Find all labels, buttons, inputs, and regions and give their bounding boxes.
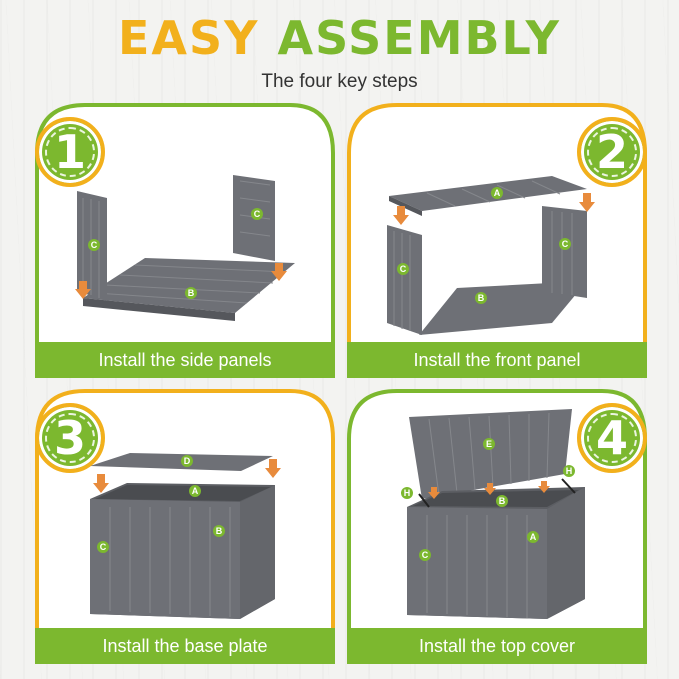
step-number: 4 [595,411,628,465]
step-3-caption: Install the base plate [35,628,335,664]
step-2-illustration: A C C B [387,176,595,335]
part-label-c: C [100,542,107,552]
part-label-b: B [478,293,485,303]
step-number: 1 [53,125,86,179]
step-2-frame [347,103,647,378]
step-3-panel: D A C B 3 Install the base plate [35,389,335,664]
step-2-badge: 2 [577,117,647,187]
page-title: EASY ASSEMBLY [0,12,679,64]
title-word-easy: EASY [118,11,260,65]
step-number: 2 [595,125,628,179]
step-4-illustration: E H H B C A [401,409,585,619]
part-label-d: D [184,456,191,466]
step-1-caption: Install the side panels [35,342,335,378]
part-label-a: A [530,532,537,542]
part-label-c: C [254,209,261,219]
caption-text: Install the top cover [418,635,576,656]
caption-text: Install the front panel [413,349,581,370]
step-3-badge: 3 [35,403,105,473]
part-label-c: C [400,264,407,274]
step-4-badge: 4 [577,403,647,473]
step-3-illustration: D A C B [90,453,281,619]
part-label-c: C [91,240,98,250]
part-label-b: B [188,288,195,298]
part-label-a: A [192,486,199,496]
part-label-b: B [499,496,506,506]
step-2-panel: A C C B 2 Install the front panel [347,103,647,378]
step-number: 3 [53,411,86,465]
caption-text: Install the base plate [102,635,268,656]
part-label-e: E [486,439,492,449]
part-label-a: A [494,188,501,198]
part-label-h: H [566,466,573,476]
step-1-illustration: C C B [75,175,295,321]
part-label-h: H [404,488,411,498]
page-subtitle: The four key steps [261,71,418,92]
part-label-c: C [562,239,569,249]
part-label-b: B [216,526,223,536]
step-4-caption: Install the top cover [347,628,647,664]
caption-text: Install the side panels [98,349,272,370]
step-2-caption: Install the front panel [347,342,647,378]
step-4-panel: E H H B C A 4 Install the top cover [347,389,647,664]
step-1-badge: 1 [35,117,105,187]
title-word-assembly: ASSEMBLY [277,11,561,65]
part-label-c: C [422,550,429,560]
step-1-panel: C C B 1 Install the side panels [35,103,335,378]
